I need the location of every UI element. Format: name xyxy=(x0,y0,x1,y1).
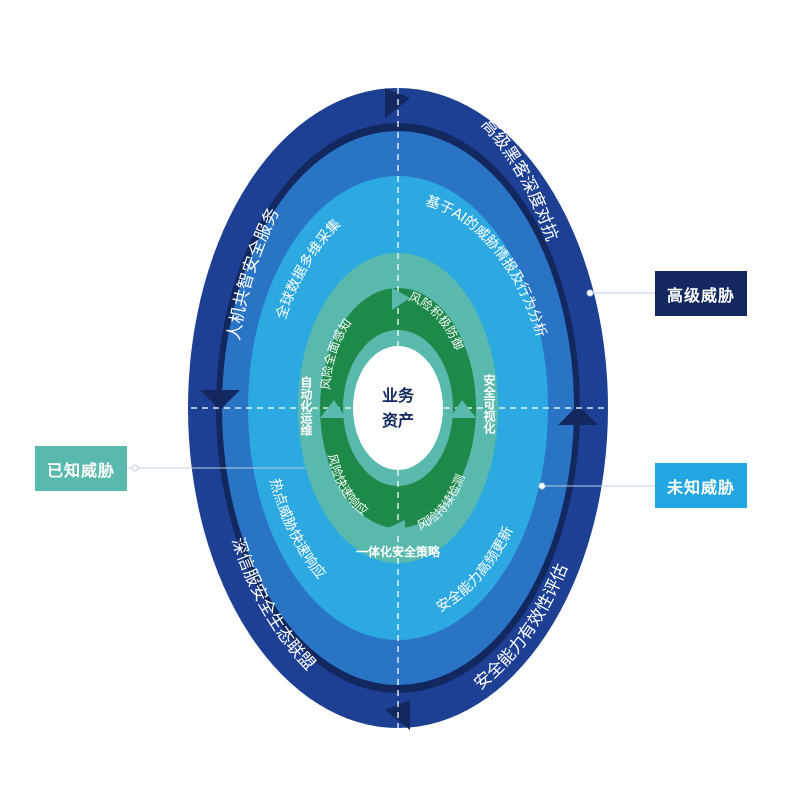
legend-known-threat: 已知威胁 xyxy=(35,446,127,491)
connector-high-dot xyxy=(586,289,594,297)
teal-label-right: 安全可视化 xyxy=(482,373,496,435)
legend-high-threat: 高级威胁 xyxy=(655,271,747,316)
green-arrow-left xyxy=(320,400,346,418)
green-arrow-bottom xyxy=(388,520,405,540)
teal-label-left: 自动化运维 xyxy=(299,375,313,437)
center-label-line1: 业务 xyxy=(382,386,415,405)
legend-unknown-threat: 未知威胁 xyxy=(655,463,747,508)
center-label-line2: 资产 xyxy=(382,411,414,430)
outer-arrow-right xyxy=(558,405,598,425)
connector-known-dot xyxy=(131,464,139,472)
green-arrow-top xyxy=(392,288,410,310)
teal-label-bottom: 一体化安全策略 xyxy=(356,544,441,559)
center-circle xyxy=(353,346,443,470)
outer-arrow-left xyxy=(200,390,240,410)
connector-unknown-dot xyxy=(538,482,546,490)
green-arrow-right xyxy=(450,400,476,418)
